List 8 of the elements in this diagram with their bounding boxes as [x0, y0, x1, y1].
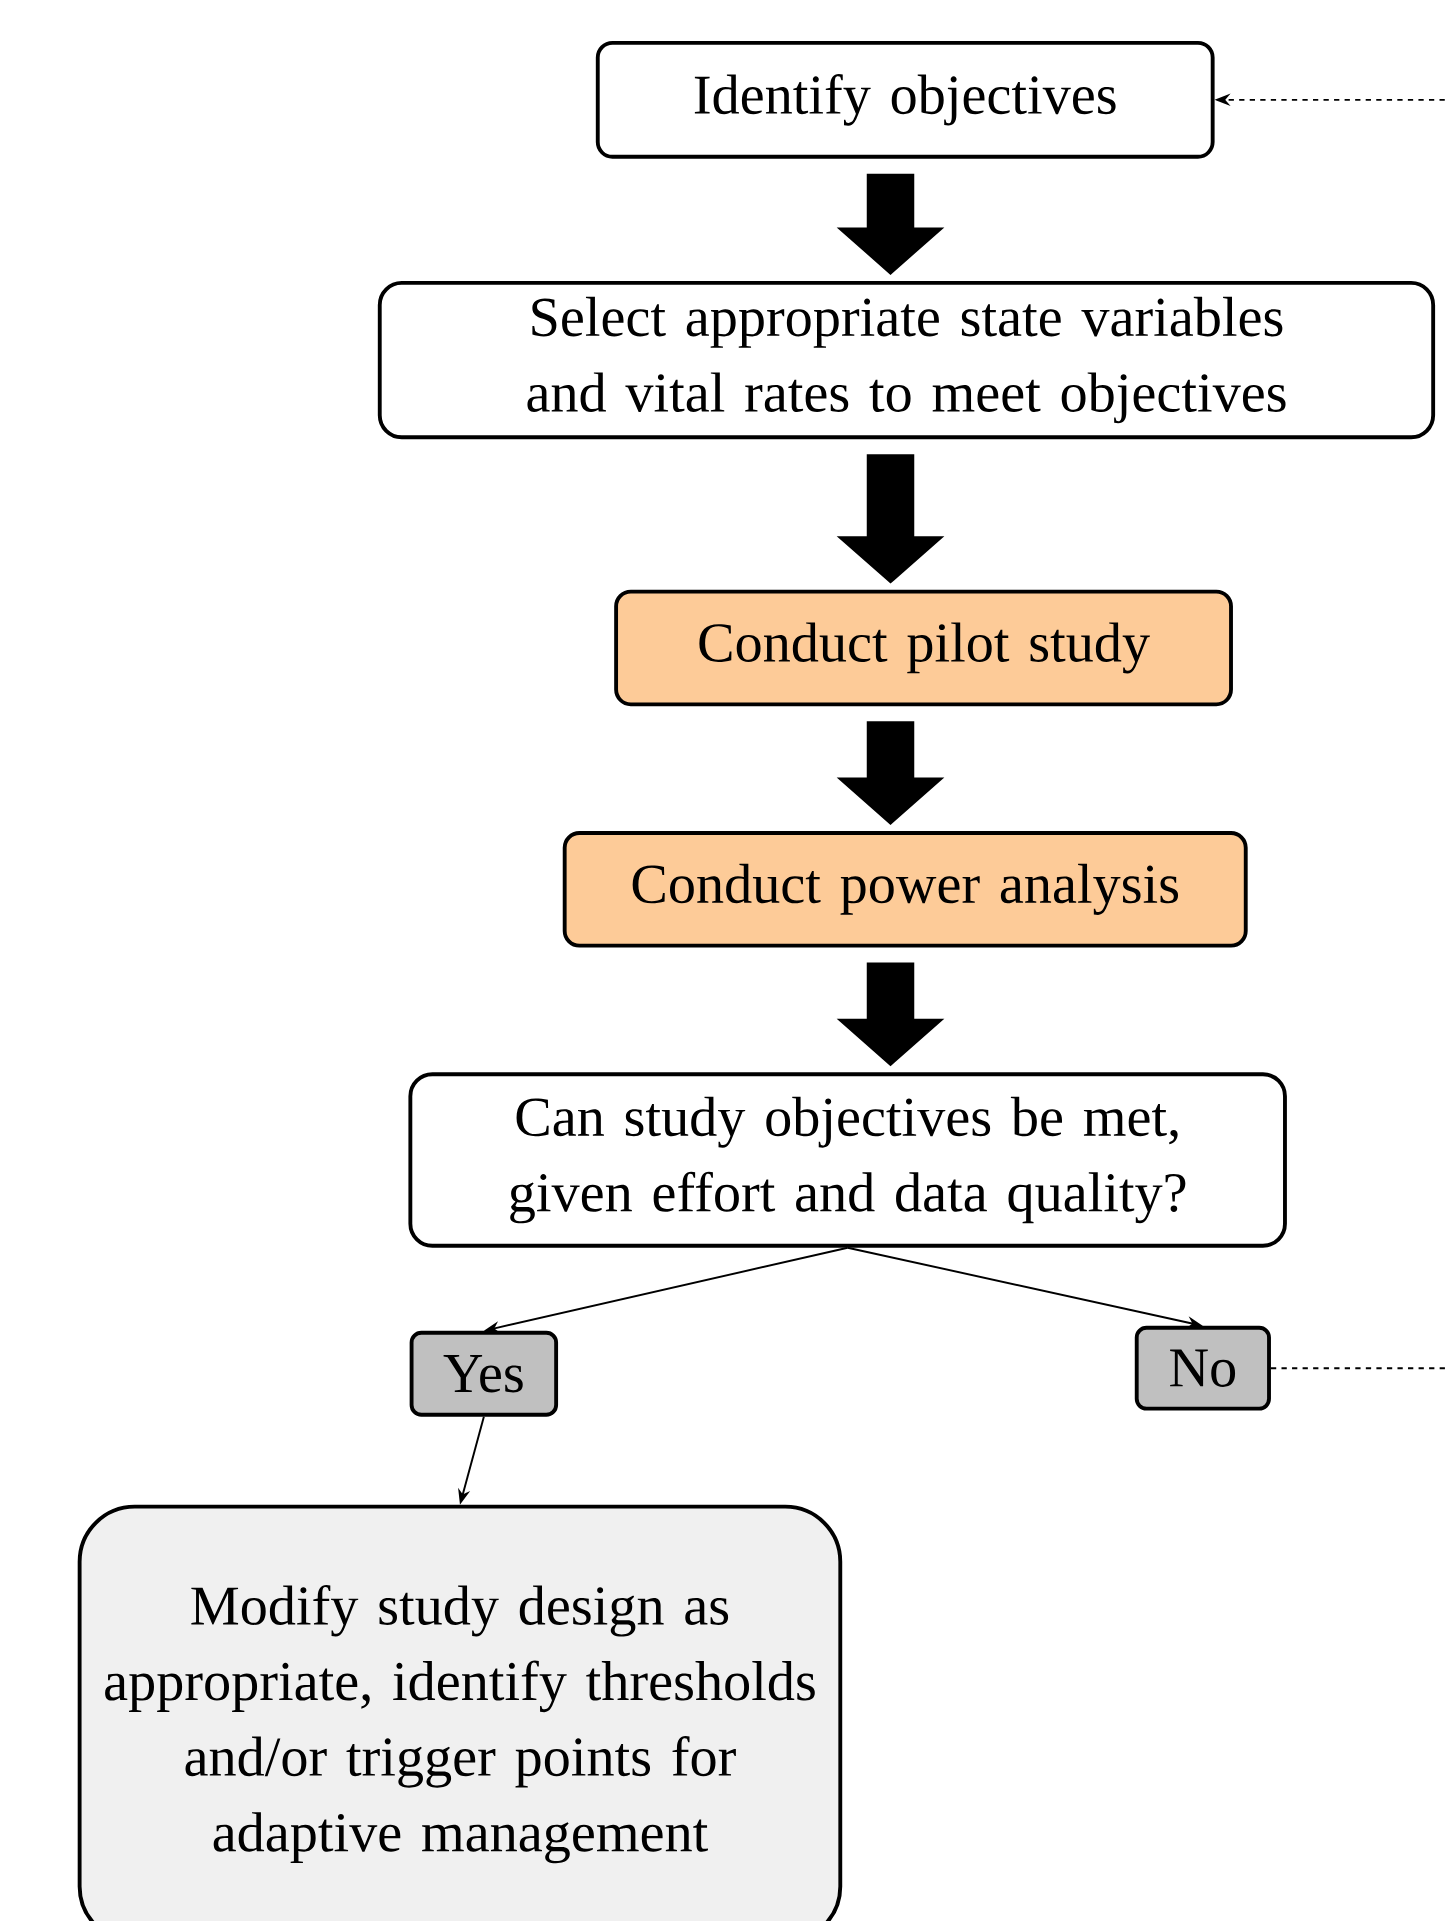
answer-box: Yes	[409, 1330, 559, 1417]
process-box: Select appropriate state variables and vital rates to meet objectives	[377, 281, 1436, 440]
answer-box: No	[1134, 1325, 1271, 1411]
process-box: Modify study design as appropriate, identify thresholds and/or trigger points for adaptive management	[77, 1504, 843, 1921]
process-box: Conduct power analysis	[562, 831, 1248, 948]
process-box: Conduct pilot study	[614, 589, 1233, 707]
process-box: Identify objectives	[595, 40, 1215, 159]
question-box: Can study objectives be met, given effort and data quality?	[408, 1072, 1287, 1248]
